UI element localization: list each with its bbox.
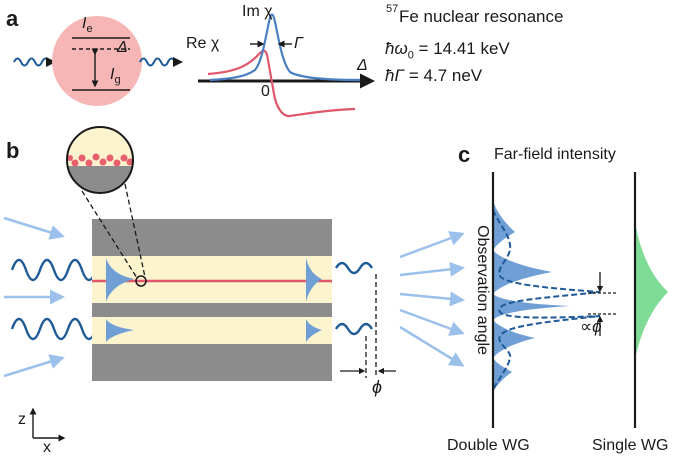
zoom-inset bbox=[66, 126, 134, 194]
resonance-width: ħΓ = 4.7 neV bbox=[385, 66, 483, 85]
double-wg-envelope bbox=[492, 209, 601, 391]
incoming-photon-wave bbox=[13, 57, 50, 67]
output-wave-top bbox=[334, 261, 374, 275]
panel-c-label: c bbox=[458, 142, 471, 167]
incident-rays bbox=[3, 216, 65, 378]
input-wave-bottom bbox=[10, 317, 98, 341]
output-rays bbox=[399, 231, 465, 367]
mode-profile-bottom-left bbox=[106, 319, 134, 342]
waveguide-core-bottom bbox=[92, 317, 332, 344]
resonance-mass-number: 57 bbox=[386, 3, 399, 15]
x-axis-label: x bbox=[43, 439, 51, 456]
panel-b-label: b bbox=[6, 138, 20, 163]
panel-a bbox=[13, 13, 375, 118]
re-chi-label: Re χ bbox=[186, 35, 220, 52]
ground-level-label: Ig bbox=[110, 66, 121, 87]
resonance-title: Fe nuclear resonance bbox=[399, 7, 564, 26]
panel-c bbox=[491, 172, 668, 428]
double-wg-intensity bbox=[493, 200, 570, 392]
detuning-label: Δ bbox=[117, 39, 128, 56]
far-field-title: Far-field intensity bbox=[494, 146, 616, 163]
excited-level-label: Ie bbox=[82, 15, 93, 36]
mode-profile-top-right bbox=[306, 258, 322, 302]
phase-label: ϕ bbox=[372, 377, 383, 397]
double-wg-label: Double WG bbox=[447, 437, 530, 454]
z-axis-label: z bbox=[18, 411, 26, 428]
single-wg-label: Single WG bbox=[592, 437, 669, 454]
resonance-energy: ħω0 = 14.41 keV bbox=[385, 39, 510, 62]
gamma-label: Γ bbox=[294, 35, 304, 52]
outgoing-photon-wave bbox=[139, 57, 176, 67]
output-wave-bottom bbox=[334, 322, 374, 336]
mode-profile-bottom-right bbox=[306, 319, 322, 342]
panel-b bbox=[3, 126, 465, 442]
panel-a-label: a bbox=[6, 6, 19, 31]
input-wave-top bbox=[10, 258, 98, 282]
origin-label: 0 bbox=[261, 83, 270, 100]
proportional-phase-label: ∝ϕ bbox=[580, 317, 602, 336]
im-chi-curve bbox=[209, 13, 361, 82]
im-chi-label: Im χ bbox=[242, 3, 273, 20]
delta-axis-label: Δ bbox=[357, 57, 368, 74]
re-chi-curve bbox=[207, 49, 356, 118]
single-wg-intensity bbox=[635, 222, 668, 360]
nucleus-circle bbox=[52, 16, 142, 106]
observation-angle-label: Observation angle bbox=[474, 225, 491, 355]
mode-profile-top-left bbox=[106, 258, 134, 302]
